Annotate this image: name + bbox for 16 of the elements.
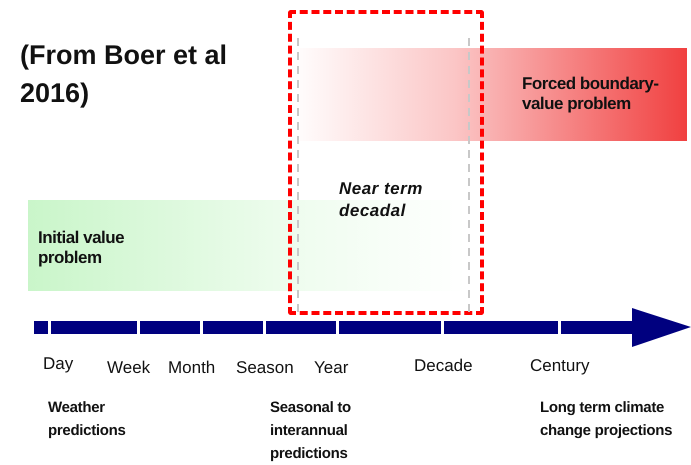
band-label: Initial value problem [38,228,126,268]
prediction-label: Weather predictions [48,398,127,441]
band-label: Near term decadal [339,178,424,222]
timescale-label: Day [43,353,74,375]
forced-boundary-band [300,48,687,141]
timescale-label: Decade [414,355,473,377]
prediction-label: Seasonal to interannual predictions [270,398,352,464]
timescale-label: Month [168,357,216,379]
highlight-box [288,10,484,315]
band-label: Forced boundary-value problem [522,74,660,114]
title: (From Boer et al 2016) [20,39,228,110]
prediction-label: Long term climate change projections [540,398,674,441]
timescale-label: Week [107,357,150,379]
timescale-label: Year [314,357,348,379]
timescale-label: Century [530,355,590,377]
timescale-label: Season [236,357,294,379]
